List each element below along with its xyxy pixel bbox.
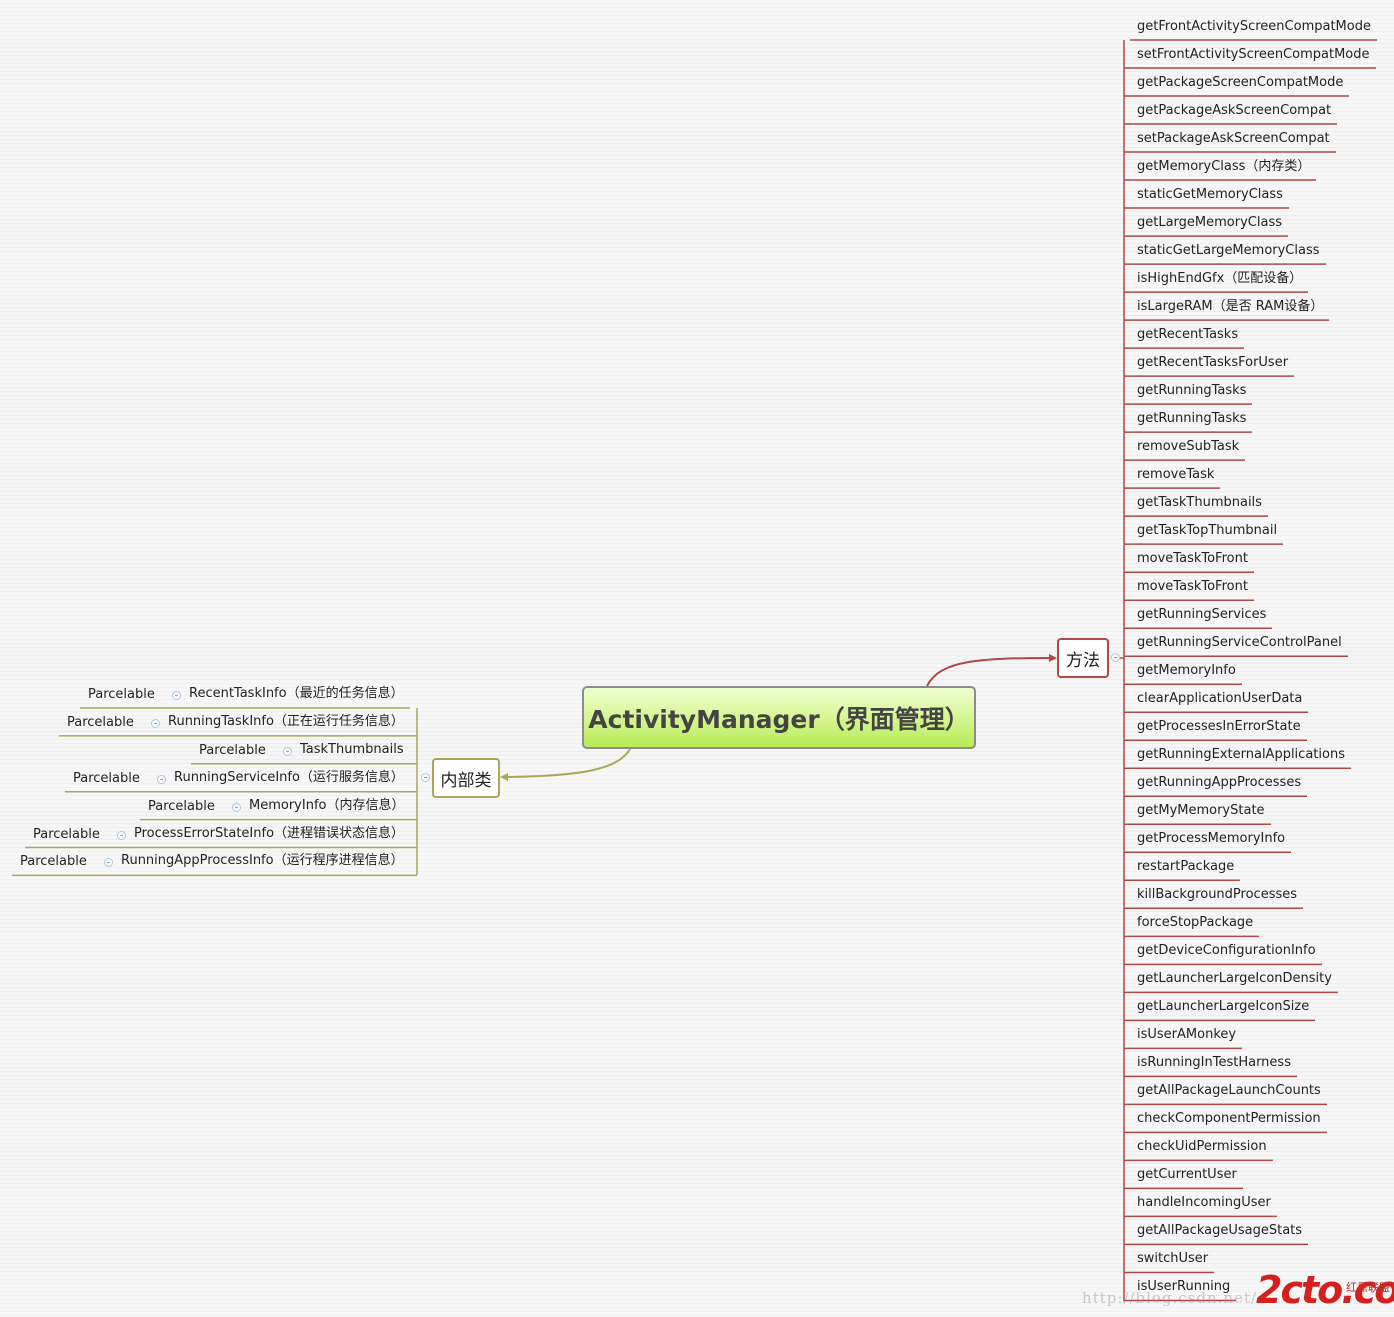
inner-class-item[interactable]: TaskThumbnails: [300, 741, 404, 757]
method-item[interactable]: getRunningAppProcesses: [1137, 775, 1302, 791]
methods-connector: [926, 657, 1052, 687]
method-item[interactable]: isHighEndGfx（匹配设备）: [1137, 271, 1303, 287]
inner-class-item[interactable]: RunningTaskInfo（正在运行任务信息）: [168, 713, 404, 729]
method-item[interactable]: isRunningInTestHarness: [1137, 1055, 1291, 1071]
inner-class-parent-item[interactable]: Parcelable: [73, 770, 140, 786]
method-item[interactable]: checkComponentPermission: [1137, 1111, 1321, 1127]
inner-class-collapse-icon[interactable]: [157, 774, 166, 784]
method-item[interactable]: getLauncherLargeIconSize: [1137, 999, 1310, 1015]
method-item[interactable]: getLauncherLargeIconDensity: [1137, 971, 1332, 987]
inner-class-collapse-icon[interactable]: [151, 718, 160, 728]
methods-branch-node[interactable]: 方法: [1057, 638, 1109, 678]
method-item[interactable]: getRunningExternalApplications: [1137, 747, 1345, 763]
method-item[interactable]: checkUidPermission: [1137, 1139, 1267, 1155]
inner-class-parent-item[interactable]: Parcelable: [20, 854, 87, 870]
central-topic[interactable]: ActivityManager（界面管理）: [582, 686, 976, 749]
inner-class-parent-item[interactable]: Parcelable: [33, 826, 100, 842]
inner-class-collapse-icon[interactable]: [232, 802, 241, 812]
method-item[interactable]: getTaskTopThumbnail: [1137, 523, 1278, 539]
method-item[interactable]: isUserRunning: [1137, 1279, 1231, 1295]
method-item[interactable]: forceStopPackage: [1137, 915, 1254, 931]
method-item[interactable]: getAllPackageUsageStats: [1137, 1223, 1303, 1239]
method-item[interactable]: clearApplicationUserData: [1137, 691, 1303, 707]
method-item[interactable]: killBackgroundProcesses: [1137, 887, 1298, 903]
method-item[interactable]: getMemoryInfo: [1137, 663, 1236, 679]
method-item[interactable]: setFrontActivityScreenCompatMode: [1137, 47, 1370, 62]
inner-class-item[interactable]: MemoryInfo（内存信息）: [249, 797, 405, 813]
methods-branch-label: 方法: [1066, 650, 1100, 671]
method-item[interactable]: staticGetMemoryClass: [1137, 187, 1283, 203]
inner-classes-branch-node[interactable]: 内部类: [432, 758, 500, 798]
inner-class-parent-item[interactable]: Parcelable: [148, 798, 215, 814]
method-item[interactable]: getFrontActivityScreenCompatMode: [1137, 19, 1371, 34]
watermark-tag: 红黑联盟: [1346, 1281, 1390, 1294]
inner-class-collapse-icon[interactable]: [283, 746, 292, 756]
inner-class-item[interactable]: RunningServiceInfo（运行服务信息）: [174, 769, 404, 785]
inner-class-item[interactable]: ProcessErrorStateInfo（进程错误状态信息）: [134, 825, 405, 841]
method-item[interactable]: staticGetLargeMemoryClass: [1137, 243, 1320, 259]
inner-class-item[interactable]: RunningAppProcessInfo（运行程序进程信息）: [121, 853, 404, 869]
method-item[interactable]: isLargeRAM（是否 RAM设备）: [1137, 299, 1324, 315]
method-item[interactable]: getRunningTasks: [1137, 383, 1247, 399]
method-item[interactable]: moveTaskToFront: [1137, 579, 1248, 595]
method-item[interactable]: getPackageAskScreenCompat: [1137, 103, 1332, 119]
watermark-logo: 2cto.com: [1256, 1268, 1394, 1312]
methods-arrow-icon: [1049, 654, 1057, 662]
inner-classes-collapse-icon[interactable]: [421, 773, 430, 782]
inner-classes-connector: [505, 748, 631, 778]
inner-class-collapse-icon[interactable]: [104, 858, 113, 868]
method-item[interactable]: removeSubTask: [1137, 439, 1240, 455]
method-item[interactable]: getRunningTasks: [1137, 411, 1247, 427]
method-item[interactable]: getAllPackageLaunchCounts: [1137, 1083, 1321, 1099]
method-item[interactable]: removeTask: [1137, 467, 1215, 483]
methods-collapse-icon[interactable]: [1111, 653, 1120, 662]
method-item[interactable]: isUserAMonkey: [1137, 1027, 1237, 1043]
inner-class-parent-item[interactable]: Parcelable: [67, 714, 134, 730]
inner-class-collapse-icon[interactable]: [172, 691, 181, 700]
inner-classes-branch-label: 内部类: [440, 770, 492, 791]
central-topic-label: ActivityManager（界面管理）: [588, 704, 970, 734]
method-item[interactable]: getCurrentUser: [1137, 1167, 1237, 1183]
method-item[interactable]: getRunningServices: [1137, 607, 1267, 623]
inner-class-parent-item[interactable]: Parcelable: [199, 742, 266, 758]
method-item[interactable]: getMemoryClass（内存类）: [1137, 159, 1311, 175]
method-item[interactable]: setPackageAskScreenCompat: [1137, 131, 1330, 147]
method-item[interactable]: getLargeMemoryClass: [1137, 215, 1282, 231]
method-item[interactable]: getRecentTasksForUser: [1137, 355, 1289, 371]
inner-classes-arrow-icon: [500, 773, 508, 781]
method-item[interactable]: getTaskThumbnails: [1137, 495, 1262, 511]
method-item[interactable]: getRecentTasks: [1137, 327, 1239, 343]
inner-class-item[interactable]: RecentTaskInfo（最近的任务信息）: [189, 686, 404, 701]
method-item[interactable]: moveTaskToFront: [1137, 551, 1248, 567]
method-item[interactable]: restartPackage: [1137, 859, 1235, 875]
method-item[interactable]: getPackageScreenCompatMode: [1137, 75, 1344, 91]
method-item[interactable]: getProcessesInErrorState: [1137, 719, 1301, 735]
inner-class-parent-item[interactable]: Parcelable: [88, 687, 155, 702]
method-item[interactable]: getRunningServiceControlPanel: [1137, 635, 1342, 651]
method-item[interactable]: switchUser: [1137, 1251, 1209, 1267]
method-item[interactable]: getMyMemoryState: [1137, 803, 1265, 819]
method-item[interactable]: handleIncomingUser: [1137, 1195, 1271, 1211]
watermark-url: http://blog.csdn.net/...: [1082, 1289, 1275, 1307]
inner-class-collapse-icon[interactable]: [117, 830, 126, 840]
method-item[interactable]: getProcessMemoryInfo: [1137, 831, 1286, 847]
method-item[interactable]: getDeviceConfigurationInfo: [1137, 943, 1316, 959]
